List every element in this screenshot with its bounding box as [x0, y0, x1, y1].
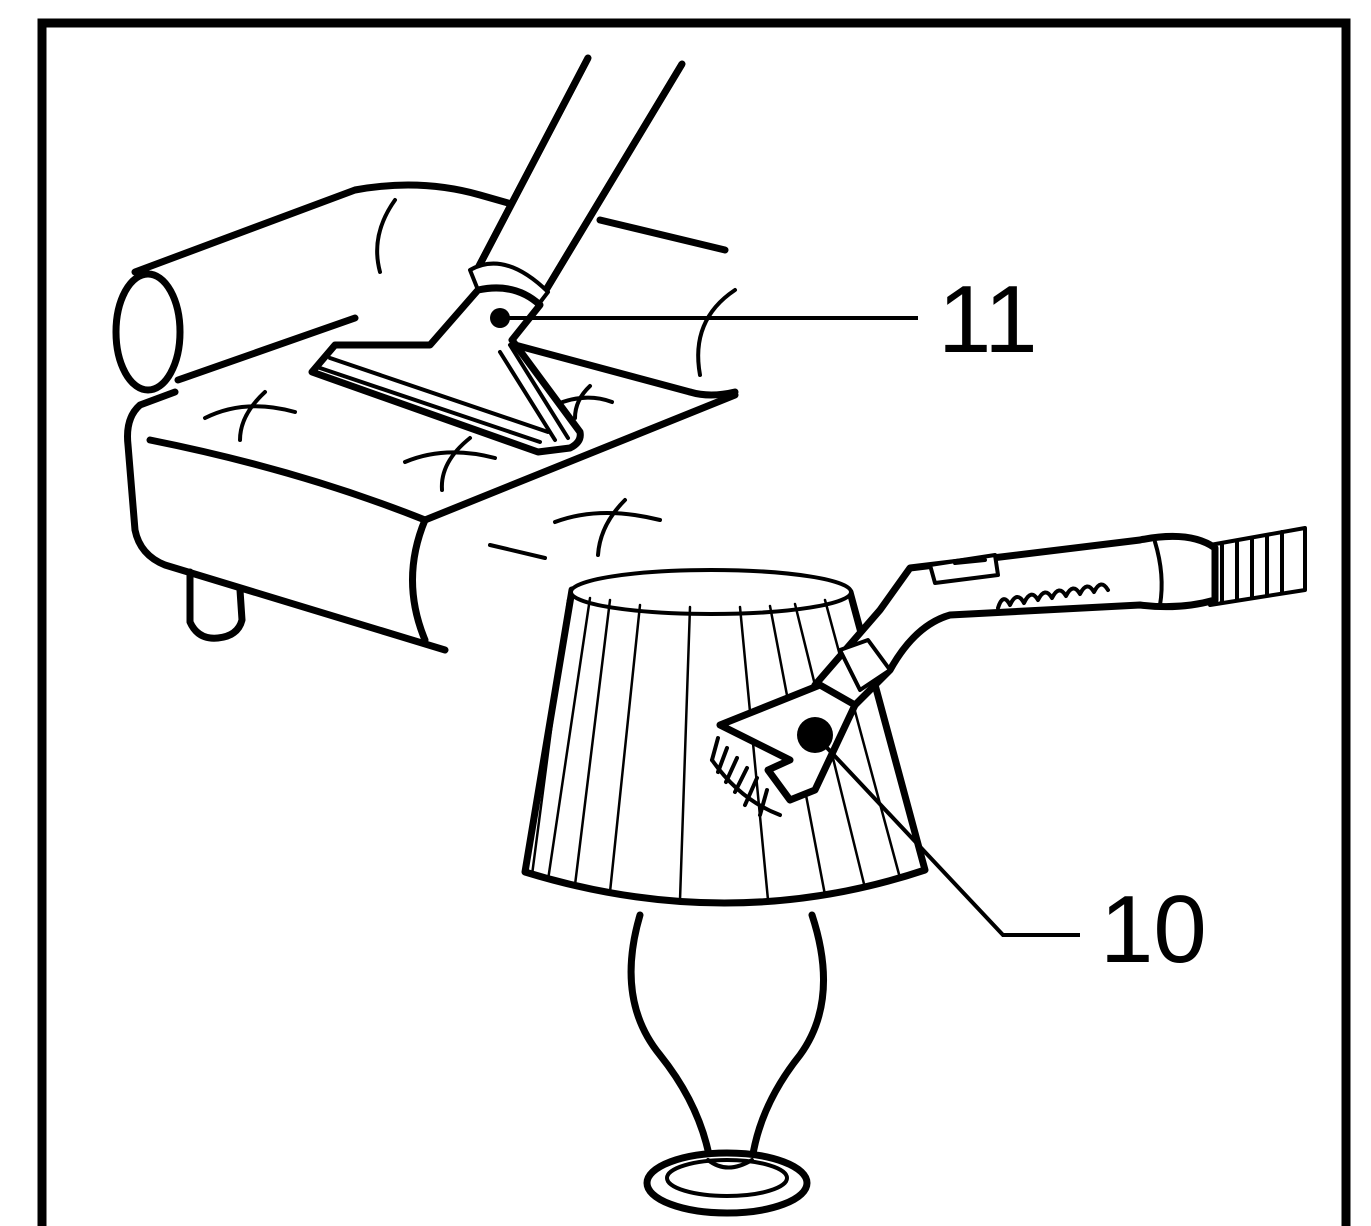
figure-frame — [37, 18, 1351, 1226]
callout-11-label: 11 — [938, 266, 1038, 373]
callout-10: 10 — [797, 717, 1207, 983]
callout-10-label: 10 — [1100, 876, 1207, 983]
dusting-brush — [710, 526, 1307, 817]
table-lamp — [521, 568, 929, 1217]
upholstery-nozzle — [308, 54, 686, 456]
callout-11: 11 — [490, 266, 1038, 373]
callout-10-leader — [813, 733, 1080, 937]
sofa — [112, 181, 739, 654]
